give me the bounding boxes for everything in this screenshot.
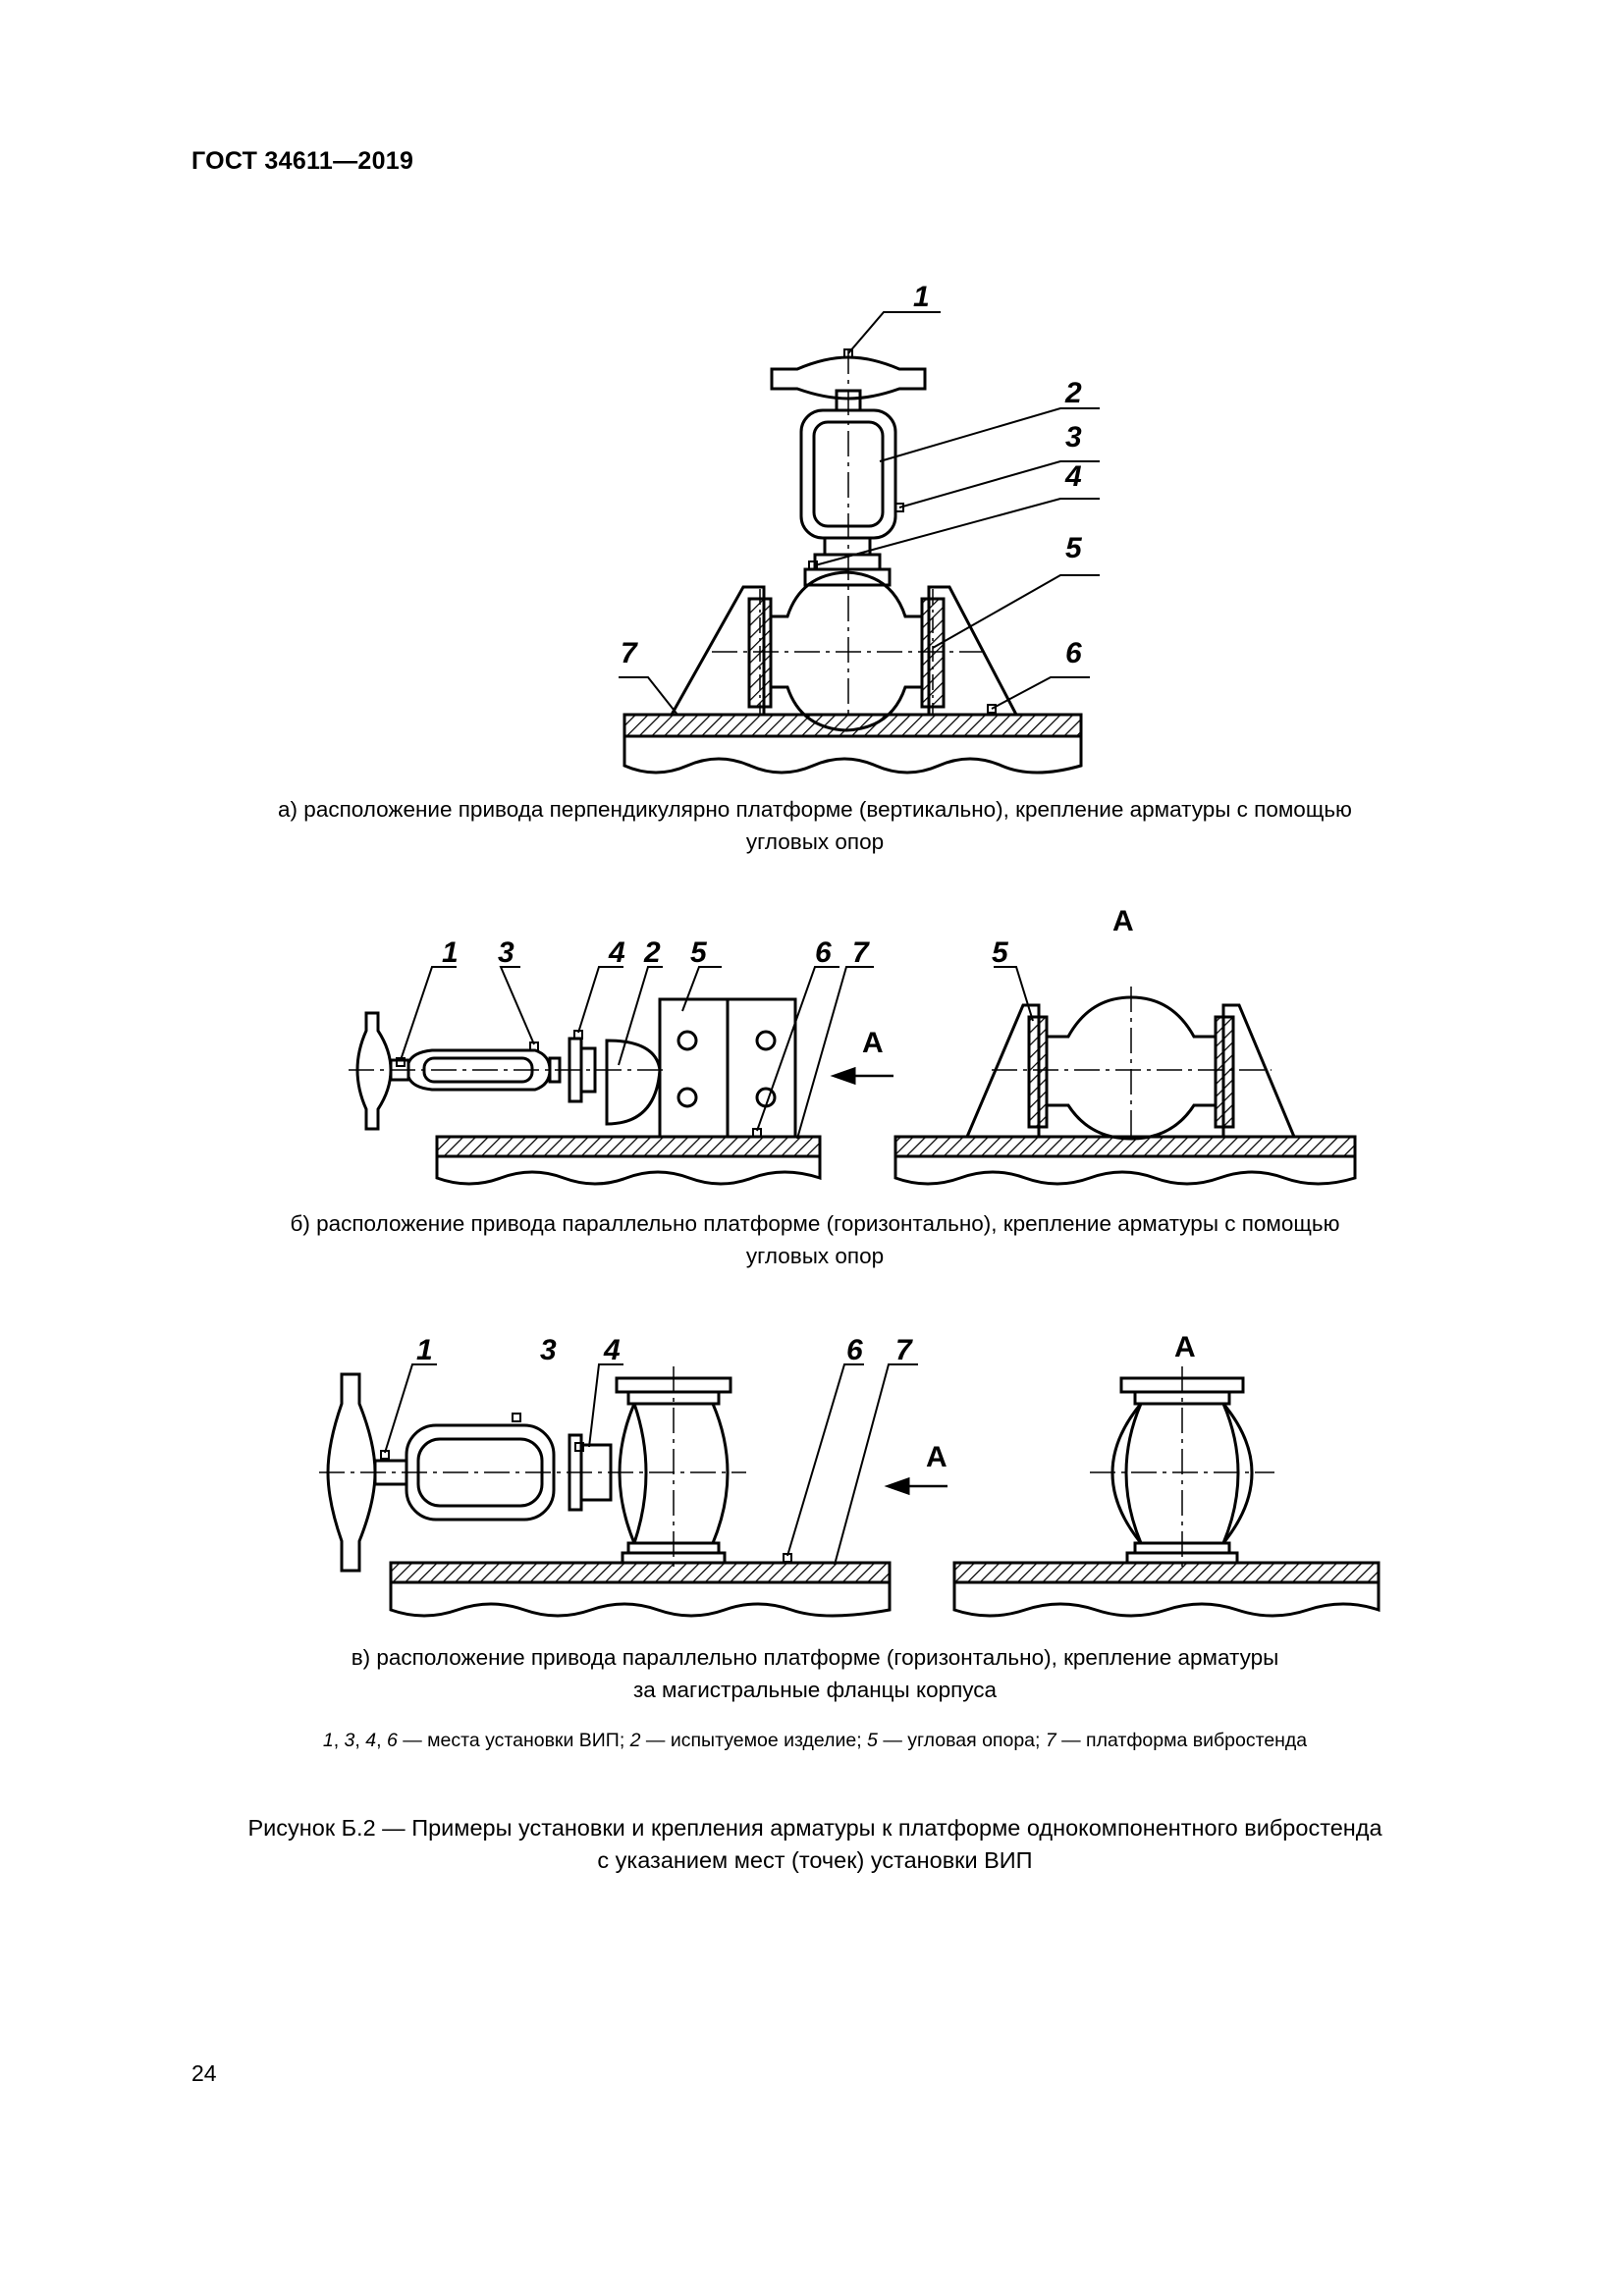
fig-a-label-7: 7: [621, 637, 638, 669]
sensor-4: [574, 1442, 584, 1452]
legend-num: 5: [867, 1730, 878, 1751]
figure-legend: 1, 3, 4, 6 — места установки ВИП; 2 — ис…: [177, 1730, 1453, 1752]
figure-title-line1: Рисунок Б.2 — Примеры установки и крепле…: [247, 1815, 1382, 1841]
sensor-1: [843, 348, 853, 358]
fig-a-label-3: 3: [1065, 421, 1082, 454]
fig-c-label-1: 1: [416, 1334, 433, 1366]
figure-a-caption: а) расположение привода перпендикулярно …: [177, 793, 1453, 858]
fig-c-arrow-label: А: [926, 1441, 947, 1473]
fig-a-label-5: 5: [1065, 532, 1083, 564]
legend-text: — места установки ВИП;: [397, 1730, 630, 1751]
fig-c-view-label: А: [1174, 1331, 1196, 1363]
legend-num: 7: [1045, 1730, 1056, 1751]
fig-c-label-6: 6: [846, 1334, 863, 1366]
fig-b-label-5-view: 5: [992, 936, 1009, 969]
platform: [435, 1135, 822, 1158]
sensor-3: [512, 1413, 521, 1422]
platform-wave: [623, 736, 1083, 774]
fig-b-view-label: А: [1112, 905, 1134, 937]
flange-left: [1027, 1015, 1049, 1129]
figure-a-drawing: [619, 311, 1100, 774]
figure-b-caption-line1: б) расположение привода параллельно плат…: [290, 1211, 1340, 1236]
valve-body: [769, 570, 924, 732]
fig-c-label-4: 4: [603, 1334, 621, 1366]
figure-a-caption-line1: а) расположение привода перпендикулярно …: [278, 797, 1352, 822]
figure-c-drawing: [319, 1363, 1380, 1618]
legend-num: 1: [322, 1730, 334, 1751]
document-header: ГОСТ 34611—2019: [191, 147, 414, 175]
figure-c-caption-line1: в) расположение привода параллельно плат…: [351, 1645, 1279, 1670]
legend-sep: ,: [376, 1730, 387, 1751]
fig-b-label-5: 5: [690, 936, 708, 969]
figure-a-caption-line2: угловых опор: [745, 829, 885, 854]
handwheel: [770, 355, 927, 400]
handwheel: [326, 1372, 377, 1573]
figure-c-caption-line2: за магистральные фланцы корпуса: [632, 1678, 998, 1702]
fig-a-label-4: 4: [1064, 460, 1082, 493]
legend-text: — угловая опора;: [877, 1730, 1046, 1751]
fig-b-arrow-label: А: [862, 1027, 884, 1059]
fig-b-label-2: 2: [643, 936, 661, 969]
platform: [623, 713, 1083, 738]
fig-a-label-6: 6: [1065, 637, 1082, 669]
fig-b-label-6: 6: [815, 936, 832, 969]
figure-title: Рисунок Б.2 — Примеры установки и крепле…: [177, 1812, 1453, 1877]
platform-wave: [389, 1582, 892, 1618]
figure-title-line2: с указанием мест (точек) установки ВИП: [597, 1847, 1033, 1873]
fig-b-label-4: 4: [608, 936, 625, 969]
platform: [952, 1561, 1380, 1584]
legend-num: 6: [386, 1730, 398, 1751]
flange-right: [1214, 1015, 1235, 1129]
legend-text: — платформа вибростенда: [1056, 1730, 1308, 1751]
legend-num: 4: [365, 1730, 377, 1751]
figure-b-caption: б) расположение привода параллельно плат…: [177, 1207, 1453, 1272]
legend-text: — испытуемое изделие;: [640, 1730, 868, 1751]
fig-b-label-7: 7: [852, 936, 870, 969]
platform-wave: [435, 1156, 822, 1186]
sensor-3: [894, 503, 904, 512]
valve-body: [1045, 995, 1218, 1141]
figure-b-caption-line2: угловых опор: [745, 1244, 885, 1268]
fig-a-label-1: 1: [913, 281, 930, 313]
sensor-6: [987, 704, 997, 714]
figure-b-drawing: [349, 966, 1357, 1186]
fig-c-label-7: 7: [895, 1334, 913, 1366]
fig-a-label-2: 2: [1064, 377, 1082, 409]
platform: [893, 1135, 1357, 1158]
platform-wave: [893, 1156, 1357, 1186]
legend-num: 3: [344, 1730, 355, 1751]
page-number: 24: [191, 2060, 217, 2086]
fig-c-label-3: 3: [540, 1334, 557, 1366]
platform: [389, 1561, 892, 1584]
handwheel: [355, 1011, 393, 1131]
platform-wave: [952, 1582, 1380, 1618]
fig-b-label-3: 3: [498, 936, 514, 969]
fig-b-label-1: 1: [442, 936, 459, 969]
legend-sep: ,: [354, 1730, 366, 1751]
legend-sep: ,: [333, 1730, 345, 1751]
legend-num: 2: [629, 1730, 641, 1751]
figure-c-caption: в) расположение привода параллельно плат…: [177, 1641, 1453, 1706]
